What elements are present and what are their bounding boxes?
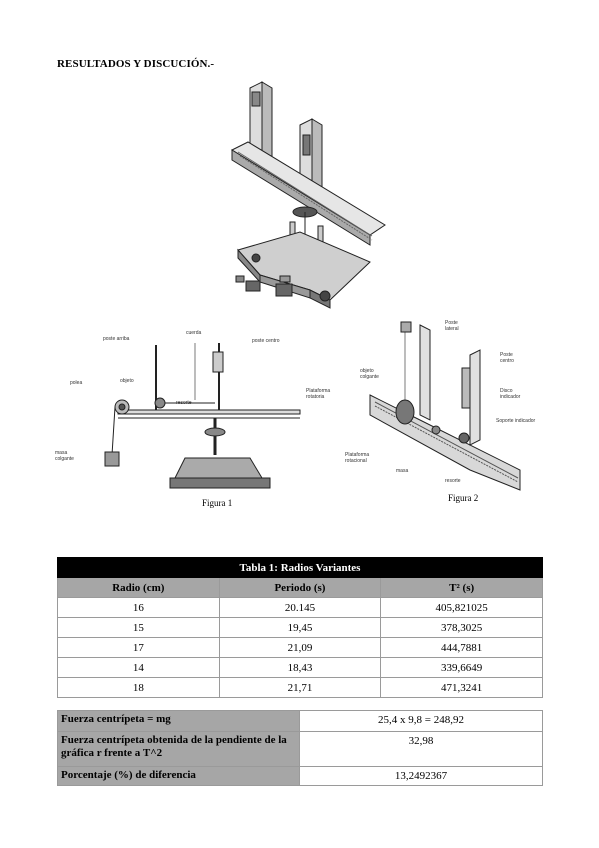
table-cell: 19,45: [218, 617, 382, 638]
table1-header-t2: T² (s): [380, 577, 543, 598]
table2-value: 32,98: [299, 731, 543, 767]
fig1-label-resorte: resorte: [176, 400, 192, 406]
table2-value: 25,4 x 9,8 = 248,92: [299, 710, 543, 732]
table-cell: 444,7881: [380, 637, 543, 658]
table1-header-periodo: Periodo (s): [218, 577, 382, 598]
table-cell: 339,6649: [380, 657, 543, 678]
apparatus-isometric-illustration: [104, 81, 521, 491]
table2-value: 13,2492367: [299, 766, 543, 786]
table-cell: 14: [57, 657, 220, 678]
fig1-label-masa: masa colgante: [55, 450, 74, 462]
fig1-label-polea: polea: [70, 380, 83, 386]
table2-label: Porcentaje (%) de diferencia: [57, 766, 300, 786]
apparatus-figures: poste arriba cuerda poste centro polea o…: [55, 81, 536, 508]
table1-header-radio: Radio (cm): [57, 577, 220, 598]
section-heading: RESULTADOS Y DISCUCIÓN.-: [57, 58, 215, 70]
table-radios-variantes: Tabla 1: Radios Variantes Radio (cm) Per…: [57, 557, 543, 698]
table-row: 18 21,71 471,3241: [57, 677, 543, 698]
fig2-label-objeto: objeto colgante: [360, 368, 379, 380]
table-row: Fuerza centrípeta = mg 25,4 x 9,8 = 248,…: [57, 710, 543, 732]
fig1-label-plataforma: Plataforma rotatoria: [306, 388, 331, 400]
table2-label: Fuerza centrípeta = mg: [57, 710, 300, 732]
table-cell: 15: [57, 617, 220, 638]
fig1-label-objeto: objeto: [120, 378, 134, 384]
table-row: 17 21,09 444,7881: [57, 637, 543, 658]
figure1-caption: Figura 1: [202, 498, 233, 508]
table-cell: 20.145: [218, 597, 382, 618]
table1-caption: Tabla 1: Radios Variantes: [57, 557, 543, 578]
table2-label: Fuerza centrípeta obtenida de la pendien…: [57, 731, 300, 767]
fig2-label-poste-centro: Poste centro: [500, 352, 514, 364]
fig1-label-poste-arriba: poste arriba: [103, 336, 130, 342]
table-cell: 378,3025: [380, 617, 543, 638]
fig1-label-poste-centro: poste centro: [252, 338, 280, 344]
table-cell: 471,3241: [380, 677, 543, 698]
fig2-label-soporte: Soporte indicador: [496, 418, 536, 424]
table-cell: 405,821025: [380, 597, 543, 618]
table-row: 16 20.145 405,821025: [57, 597, 543, 618]
table-cell: 17: [57, 637, 220, 658]
fig2-label-plataforma: Plataforma rotacional: [345, 452, 370, 464]
table-row: 14 18,43 339,6649: [57, 657, 543, 678]
table-row: Fuerza centrípeta obtenida de la pendien…: [57, 731, 543, 767]
table-cell: 16: [57, 597, 220, 618]
fig2-label-poste-lateral: Poste lateral: [445, 320, 459, 332]
fig2-label-disco: Disco indicador: [500, 388, 521, 400]
fig2-label-masa: masa: [396, 468, 409, 474]
fig2-label-resorte: resorte: [445, 478, 461, 484]
table-cell: 21,71: [218, 677, 382, 698]
fig1-label-cuerda: cuerda: [186, 330, 202, 336]
table-row: Porcentaje (%) de diferencia 13,2492367: [57, 766, 543, 786]
table-cell: 18,43: [218, 657, 382, 678]
table-fuerza-centripeta: Fuerza centrípeta = mg 25,4 x 9,8 = 248,…: [57, 710, 543, 786]
table-cell: 21,09: [218, 637, 382, 658]
figure2-caption: Figura 2: [448, 493, 479, 503]
table-cell: 18: [57, 677, 220, 698]
table-row: 15 19,45 378,3025: [57, 617, 543, 638]
